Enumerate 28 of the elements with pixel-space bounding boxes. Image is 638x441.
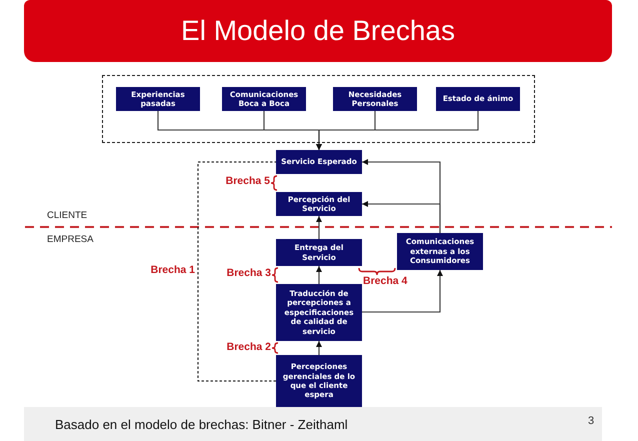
arrow — [362, 270, 443, 313]
group-frame — [102, 75, 535, 143]
edge-label: Brecha 1 — [150, 264, 196, 276]
process-box — [397, 233, 483, 270]
process-box — [276, 192, 362, 216]
arrow — [316, 216, 322, 239]
gap-label: Brecha 5 — [226, 175, 270, 187]
dashed-line — [198, 162, 276, 382]
zone-label: EMPRESA — [47, 234, 94, 245]
process-box — [222, 87, 306, 111]
process-box — [276, 150, 362, 174]
arrow — [316, 111, 479, 150]
process-box — [116, 87, 200, 111]
gap-label: Brecha 2 — [226, 341, 271, 353]
process-box — [436, 87, 520, 111]
page-number: 3 — [588, 415, 594, 427]
gap-label: Brecha 3 — [226, 267, 271, 279]
gap-label: Brecha 4 — [363, 275, 408, 287]
arrow — [316, 266, 322, 284]
arrow — [316, 341, 322, 355]
process-box — [333, 87, 417, 111]
process-box — [276, 284, 362, 341]
caption-text: Basado en el modelo de brechas: Bitner - Zeithaml — [55, 416, 348, 432]
process-box — [276, 355, 362, 407]
arrow — [362, 201, 441, 233]
slide-title: El Modelo de Brechas — [181, 16, 455, 46]
process-box — [276, 239, 362, 266]
zone-label: CLIENTE — [47, 210, 88, 221]
